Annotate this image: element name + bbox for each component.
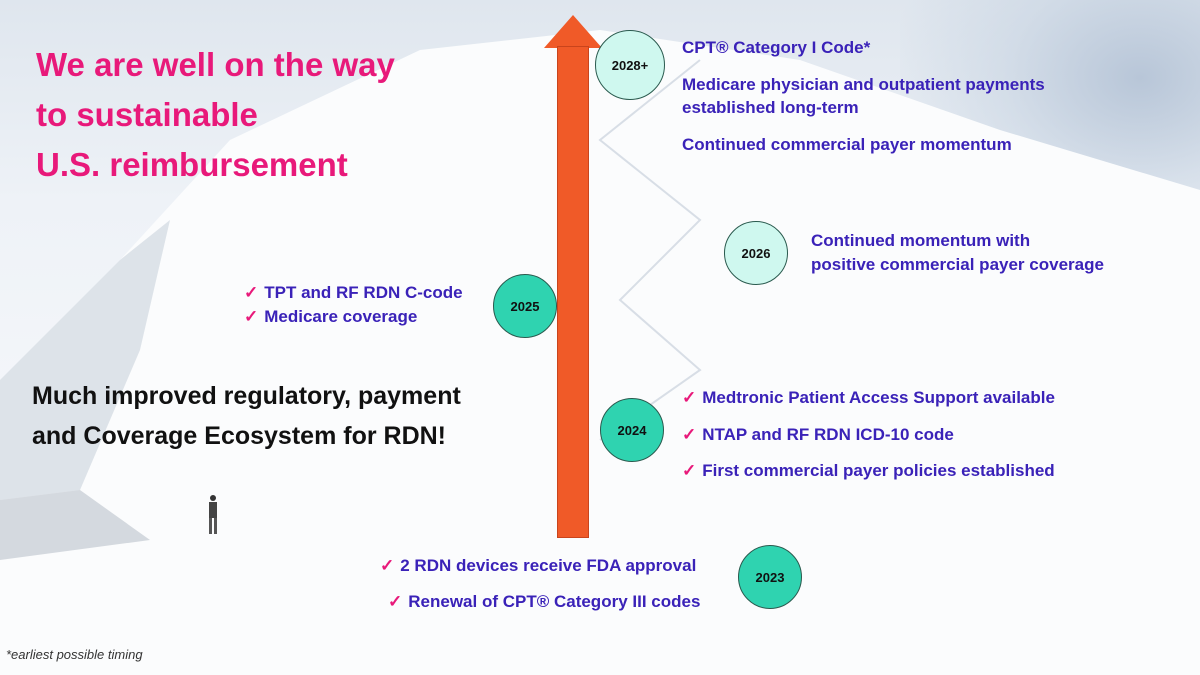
year-badge-2028: 2028+ (595, 30, 665, 100)
snowy-mountain-background (0, 30, 1200, 675)
check-icon: ✓ (380, 556, 395, 575)
headline-line: Much improved regulatory, payment (32, 382, 461, 410)
year-badge-2024: 2024 (600, 398, 664, 462)
slide-title: We are well on the way to sustainable U.… (36, 40, 395, 190)
milestone-2023-item: ✓ 2 RDN devices receive FDA approval (380, 556, 696, 576)
milestone-2023-item: ✓ Renewal of CPT® Category III codes (388, 592, 700, 612)
milestone-2025-item: ✓ TPT and RF RDN C-code (244, 283, 463, 303)
title-line: We are well on the way (36, 46, 395, 83)
milestone-2024-item: ✓ Medtronic Patient Access Support availa… (682, 388, 1055, 408)
footnote: *earliest possible timing (6, 647, 143, 662)
item-text: Medtronic Patient Access Support availab… (702, 388, 1055, 407)
milestone-2024-item: ✓ NTAP and RF RDN ICD-10 code (682, 425, 954, 445)
item-text: TPT and RF RDN C-code (264, 283, 463, 302)
milestone-2026-item: Continued momentum with (811, 231, 1031, 250)
headline: Much improved regulatory, payment and Co… (32, 376, 461, 456)
progress-arrow-shaft (557, 46, 589, 538)
check-icon: ✓ (682, 461, 697, 480)
headline-line: and Coverage Ecosystem for RDN! (32, 422, 447, 450)
item-text: Medicare coverage (264, 307, 418, 326)
title-line: U.S. reimbursement (36, 146, 348, 183)
item-text: NTAP and RF RDN ICD-10 code (702, 425, 954, 444)
year-badge-2023: 2023 (738, 545, 802, 609)
hiker-figure (209, 495, 217, 534)
milestone-2028-item: established long-term (682, 98, 859, 117)
item-text: 2 RDN devices receive FDA approval (400, 556, 697, 575)
milestone-2028-item: CPT® Category I Code* (682, 38, 871, 57)
check-icon: ✓ (244, 307, 259, 326)
check-icon: ✓ (682, 425, 697, 444)
title-line: to sustainable (36, 96, 258, 133)
check-icon: ✓ (682, 388, 697, 407)
milestone-2028-item: Continued commercial payer momentum (682, 135, 1012, 154)
progress-arrow-head (544, 15, 602, 48)
check-icon: ✓ (244, 283, 259, 302)
year-badge-2025: 2025 (493, 274, 557, 338)
item-text: Renewal of CPT® Category III codes (408, 592, 701, 611)
milestone-2028-item: Medicare physician and outpatient paymen… (682, 75, 1045, 94)
milestone-2025-item: ✓ Medicare coverage (244, 307, 417, 327)
milestone-2026-item: positive commercial payer coverage (811, 255, 1104, 274)
milestone-2024-item: ✓ First commercial payer policies establi… (682, 461, 1055, 481)
item-text: First commercial payer policies establis… (702, 461, 1055, 480)
check-icon: ✓ (388, 592, 403, 611)
year-badge-2026: 2026 (724, 221, 788, 285)
